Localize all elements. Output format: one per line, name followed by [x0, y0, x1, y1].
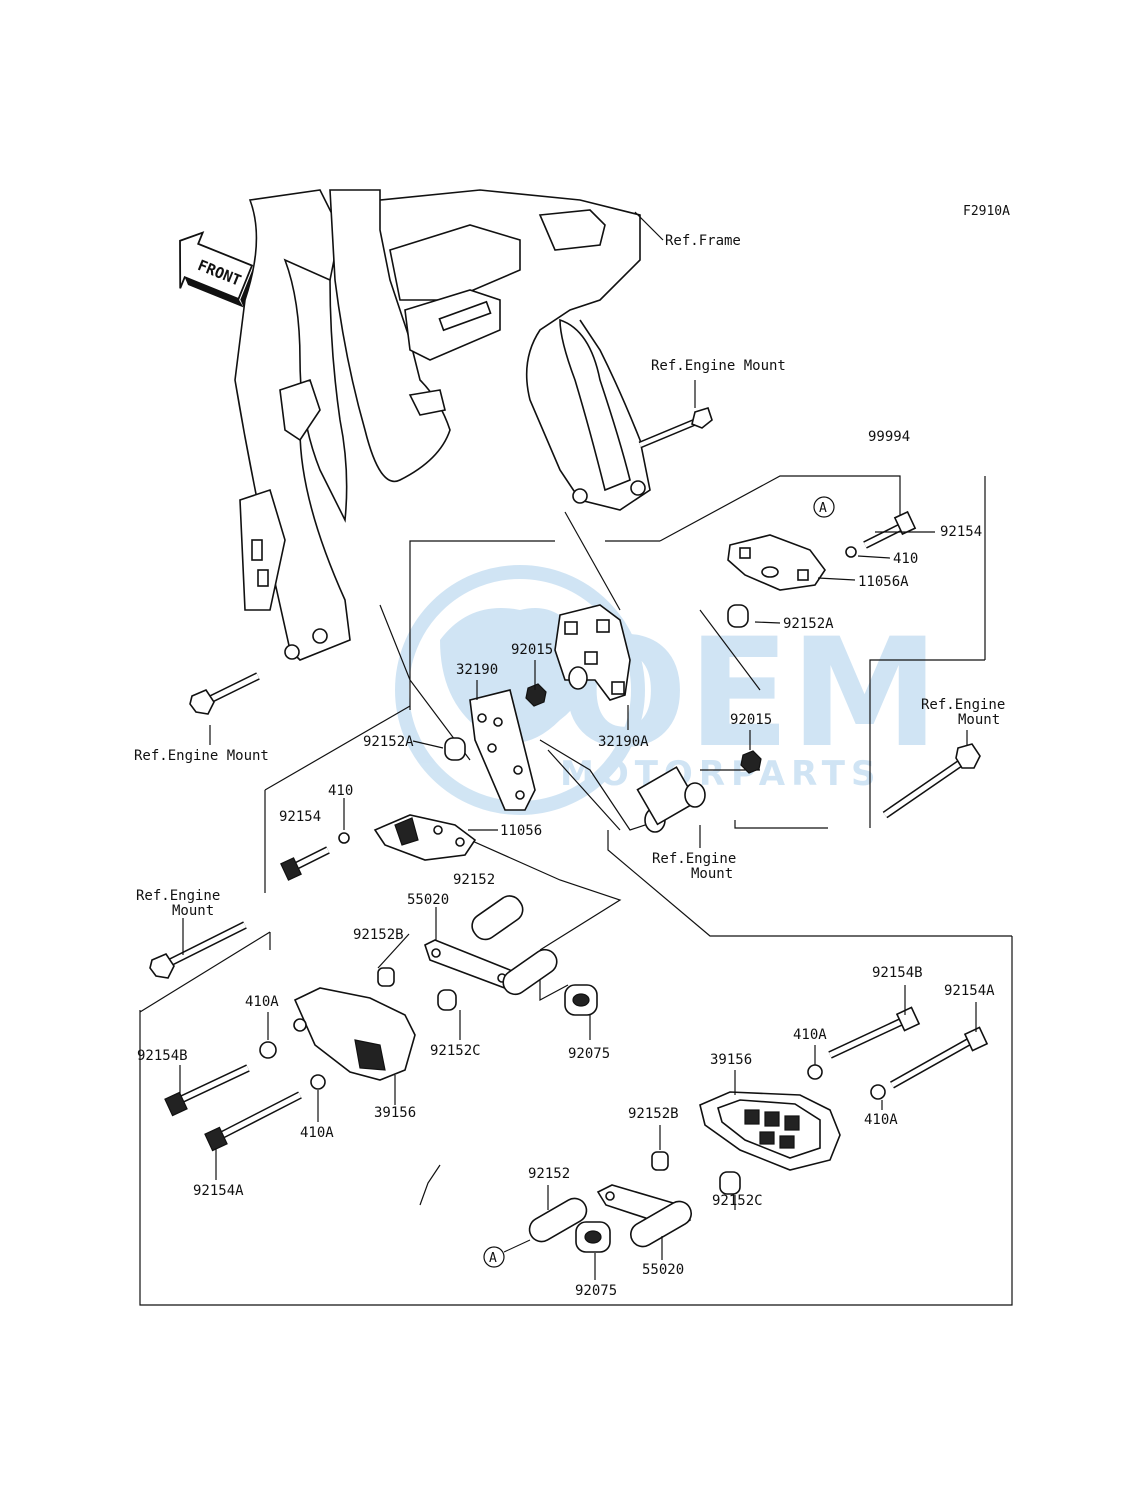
part-92154A-left-label: 92154A [193, 1183, 244, 1199]
collar-92152B-left [377, 967, 395, 987]
ref-engine-mount-center-2: Mount [691, 866, 733, 882]
ref-engine-mount-center-1: Ref.Engine [652, 851, 736, 867]
svg-text:A: A [819, 501, 827, 516]
bolt-92154B-right [828, 1006, 921, 1059]
callout-a-bottom: A [483, 1239, 531, 1268]
bolt-92154-right [863, 510, 917, 549]
ref-engine-mount-lower-1: Ref.Engine [136, 888, 220, 904]
collar-92152-top-2 [502, 948, 558, 996]
washer-410A-right-1 [807, 1064, 823, 1080]
part-55020-bottom-label: 55020 [642, 1262, 684, 1278]
washer-410-left [338, 832, 350, 844]
ref-engine-mount-right-2: Mount [958, 712, 1000, 728]
callout-a-top: A [813, 496, 835, 518]
washer-410A-left-1 [259, 1041, 277, 1059]
part-92075-left-label: 92075 [568, 1046, 610, 1062]
bolt-92154A-right [890, 1026, 989, 1089]
front-arrow-icon: FRONT [179, 231, 258, 308]
part-92154B-right-label: 92154B [872, 965, 923, 981]
part-32190A-label: 32190A [598, 734, 649, 750]
nut-92015-top [525, 683, 547, 707]
watermark-sub: MOTORPARTS [560, 754, 881, 794]
ref-engine-mount-lower-2: Mount [172, 903, 214, 919]
bolt-engine-mount-left [189, 672, 260, 715]
part-92015-top-label: 92015 [511, 642, 553, 658]
part-410A-left-2-label: 410A [300, 1125, 334, 1141]
part-410-right-label: 410 [893, 551, 918, 567]
part-410A-left-1-label: 410A [245, 994, 279, 1010]
ref-engine-mount-right-1: Ref.Engine [921, 697, 1005, 713]
part-92154-right-label: 92154 [940, 524, 982, 540]
damper-92075-right [575, 1221, 611, 1253]
bolt-engine-mount-top [638, 407, 713, 449]
bracket-32190 [469, 689, 536, 811]
part-92152-bottom-label: 92152 [528, 1166, 570, 1182]
bolt-92154A-left [204, 1091, 302, 1152]
diagram-code: F2910A [963, 204, 1010, 219]
slider-39156-right [699, 1091, 841, 1171]
part-410A-right-1-label: 410A [793, 1027, 827, 1043]
part-11056-label: 11056 [500, 823, 542, 839]
part-92075-right-label: 92075 [575, 1283, 617, 1299]
plate-11056A [727, 534, 826, 591]
leader-lines [139, 475, 1013, 1306]
collar-92152A-right [727, 604, 749, 628]
washer-410A-right-2 [870, 1084, 886, 1100]
collar-92152B-right [651, 1151, 669, 1171]
part-410-left-label: 410 [328, 783, 353, 799]
damper-92075-left [564, 984, 598, 1016]
part-32190-label: 32190 [456, 662, 498, 678]
part-92152B-left-label: 92152B [353, 927, 404, 943]
plate-11056 [373, 814, 477, 861]
part-92152B-right-label: 92152B [628, 1106, 679, 1122]
collar-92152C-right [719, 1171, 741, 1195]
bolt-92154B-left [164, 1064, 250, 1117]
collar-55020-bottom [630, 1200, 692, 1248]
nut-92015-right [740, 750, 762, 774]
part-55020-top-label: 55020 [407, 892, 449, 908]
part-99994-label: 99994 [868, 429, 910, 445]
ref-engine-mount-top-label: Ref.Engine Mount [651, 358, 786, 374]
collar-92152-bottom [528, 1197, 588, 1243]
part-92154-left-label: 92154 [279, 809, 321, 825]
part-39156-left-label: 39156 [374, 1105, 416, 1121]
bolt-92154-left [280, 846, 330, 881]
bolt-engine-mount-lower [149, 921, 247, 979]
spacer-engine-mount [636, 766, 706, 833]
part-92152C-left-label: 92152C [430, 1043, 481, 1059]
part-92152C-right-label: 92152C [712, 1193, 763, 1209]
washer-410-right [845, 546, 857, 558]
part-92154B-left-label: 92154B [137, 1048, 188, 1064]
ref-frame-label: Ref.Frame [665, 233, 741, 249]
collar-92152A-left [444, 737, 466, 761]
part-92015-right-label: 92015 [730, 712, 772, 728]
svg-text:A: A [489, 1251, 497, 1266]
part-39156-right-label: 39156 [710, 1052, 752, 1068]
slider-39156-left [293, 987, 416, 1081]
collar-92152C-left [437, 989, 457, 1011]
part-92152-top-label: 92152 [453, 872, 495, 888]
part-11056A-label: 11056A [858, 574, 909, 590]
text-labels: Ref.Frame Ref.Engine Mount 99994 92154 4… [134, 233, 1005, 1299]
collar-92152-top [471, 895, 524, 941]
part-92152A-left-label: 92152A [363, 734, 414, 750]
label-leaders [179, 211, 977, 1280]
part-410A-right-2-label: 410A [864, 1112, 898, 1128]
part-92154A-right-label: 92154A [944, 983, 995, 999]
bracket-32190A [554, 604, 631, 701]
washer-410A-left-2 [310, 1074, 326, 1090]
part-92152A-right-label: 92152A [783, 616, 834, 632]
motorcycle-frame [234, 189, 651, 661]
ref-engine-mount-left-label: Ref.Engine Mount [134, 748, 269, 764]
bolt-engine-mount-right [882, 743, 981, 819]
